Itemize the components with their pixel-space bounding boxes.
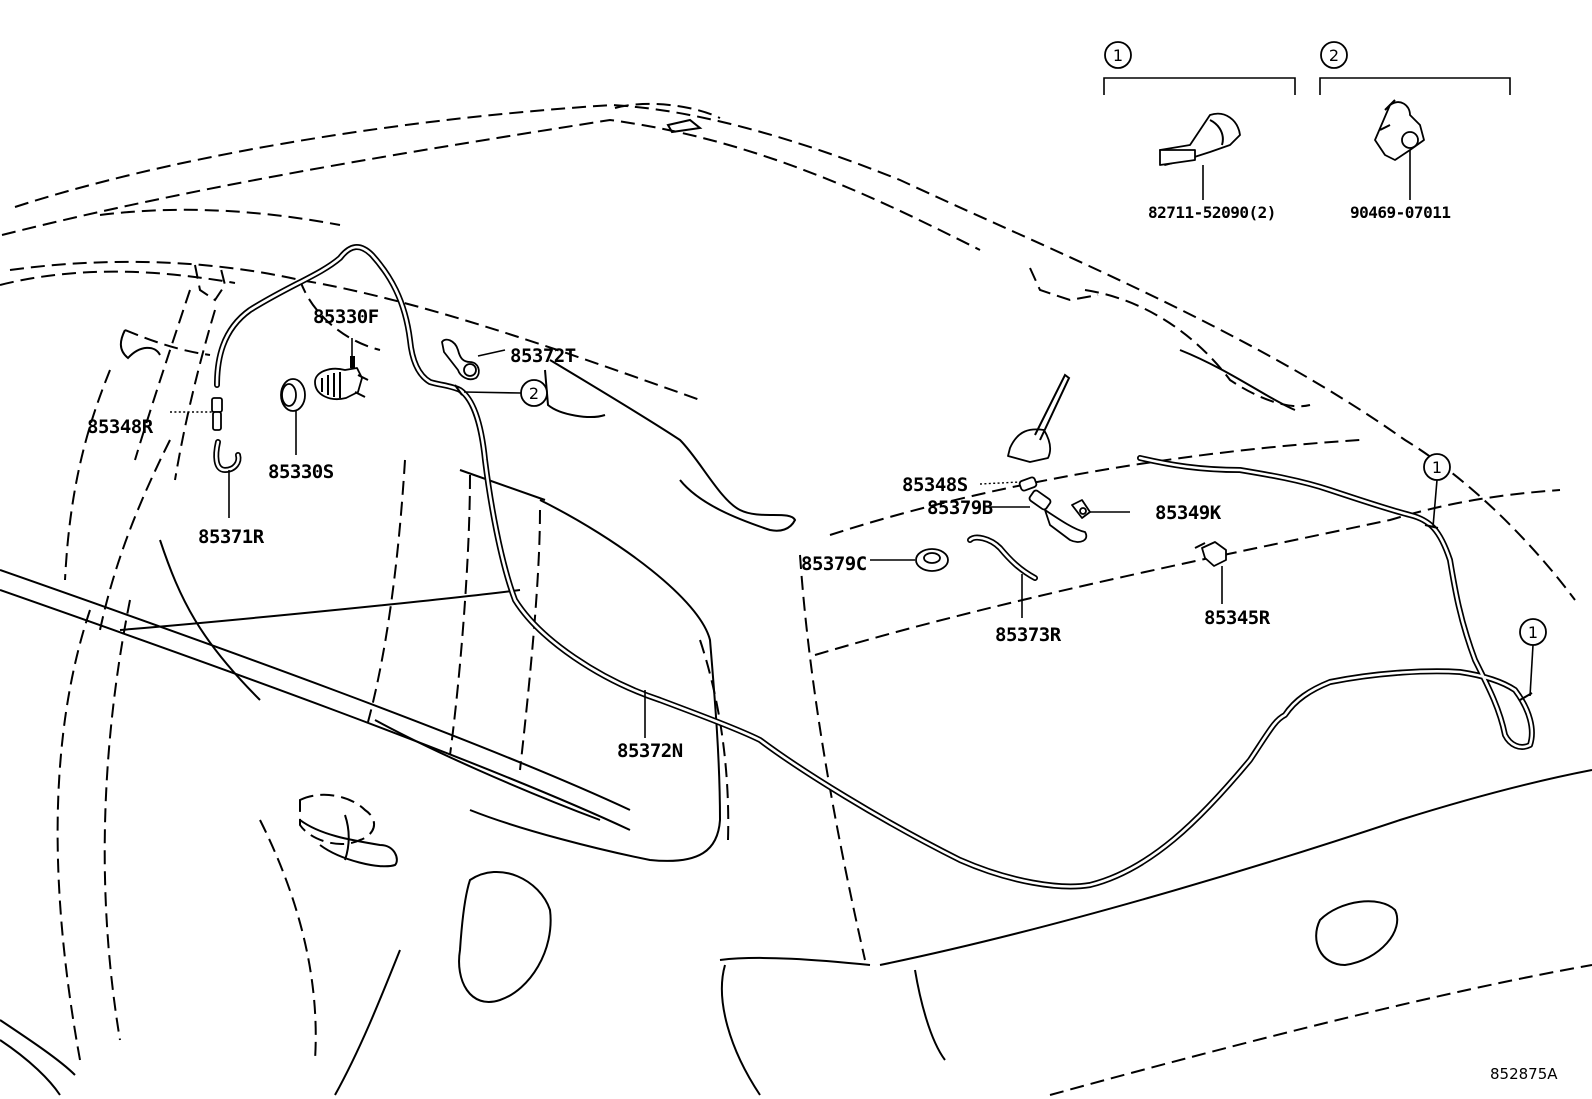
callout-2-hose-number: 2 [529,384,539,403]
part-82711-52090 [1159,112,1241,200]
label-82711-52090: 82711-52090(2) [1148,203,1276,222]
label-85372N: 85372N [617,740,683,762]
part-85373R [967,534,1038,618]
part-85379C [870,548,949,572]
label-85379B: 85379B [927,497,993,519]
label-85330F: 85330F [313,306,379,328]
vehicle-body-outline [0,102,1592,1096]
callout-2-number: 2 [1329,46,1339,65]
part-85349K [1044,499,1130,543]
label-85345R: 85345R [1204,607,1271,629]
label-85373R: 85373R [995,624,1062,646]
part-85379B [990,489,1052,511]
part-85345R [1194,541,1227,604]
label-85349K: 85349K [1155,502,1222,524]
inset-bracket-2: 2 [1319,41,1511,95]
part-90469-07011 [1374,99,1425,200]
label-85348S: 85348S [902,474,968,496]
part-85330S [280,378,306,455]
label-85379C: 85379C [801,553,867,575]
part-85348S [979,476,1038,492]
callout-1-on-hose-lower: 1 [1519,618,1547,697]
callout-1-lower-number: 1 [1528,623,1538,642]
part-85371R [213,439,242,518]
washer-hose [214,244,1535,890]
label-90469-07011: 90469-07011 [1350,203,1450,222]
part-85330F [314,338,369,400]
part-85348R [170,397,223,431]
label-85348R: 85348R [87,416,154,438]
callout-1-on-hose-upper: 1 [1423,453,1451,528]
label-85372T: 85372T [510,345,576,367]
callout-1-upper-number: 1 [1432,458,1442,477]
callout-1-number: 1 [1113,46,1123,65]
inset-bracket-1: 1 [1103,41,1296,95]
label-85371R: 85371R [198,526,265,548]
part-85372T [441,338,506,381]
callout-2-on-hose: 2 [463,379,548,407]
diagram-reference-code: 852875A [1490,1065,1558,1083]
antenna [1007,373,1071,463]
label-85330S: 85330S [268,461,334,483]
